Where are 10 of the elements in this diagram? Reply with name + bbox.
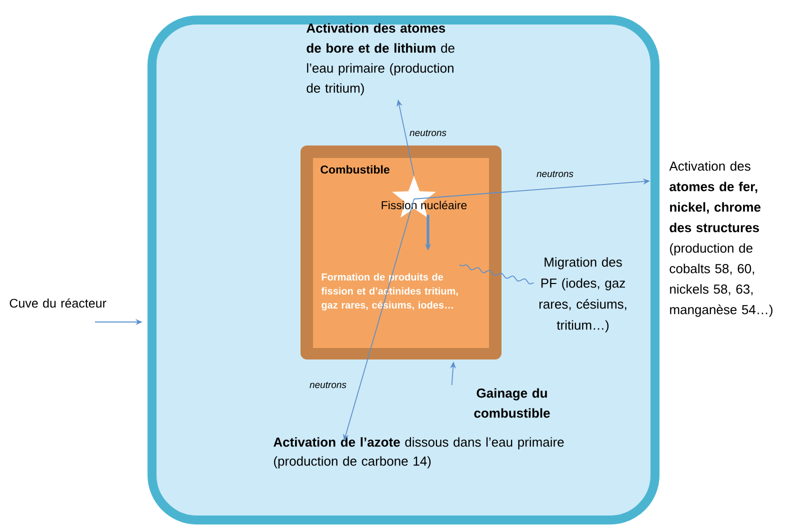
edge-label: neutrons	[410, 130, 446, 136]
cladding-text: Gainage du combustible	[474, 388, 550, 418]
leader-line	[458, 264, 534, 284]
migration-text: Migration des PF (iodes, gaz rares, césiums, tritium…)	[539, 257, 626, 332]
activation-text: Activation de l’azote dissous dans l’eau primaire (production de carbone 14)	[274, 437, 564, 468]
edge-label: neutrons	[536, 170, 574, 178]
activation-text: Activation des atomes de fer, nickel, chrome des structures (production de cobalts 58, 60, nickels 58, 63, manganèse 54…)	[669, 161, 772, 317]
vessel-text: Cuve du réacteur	[10, 298, 106, 308]
edge-label: neutrons	[310, 382, 346, 388]
activation-text: Activation des atomes de bore et de lithium de l’eau primaire (production de tritium)	[306, 23, 454, 96]
